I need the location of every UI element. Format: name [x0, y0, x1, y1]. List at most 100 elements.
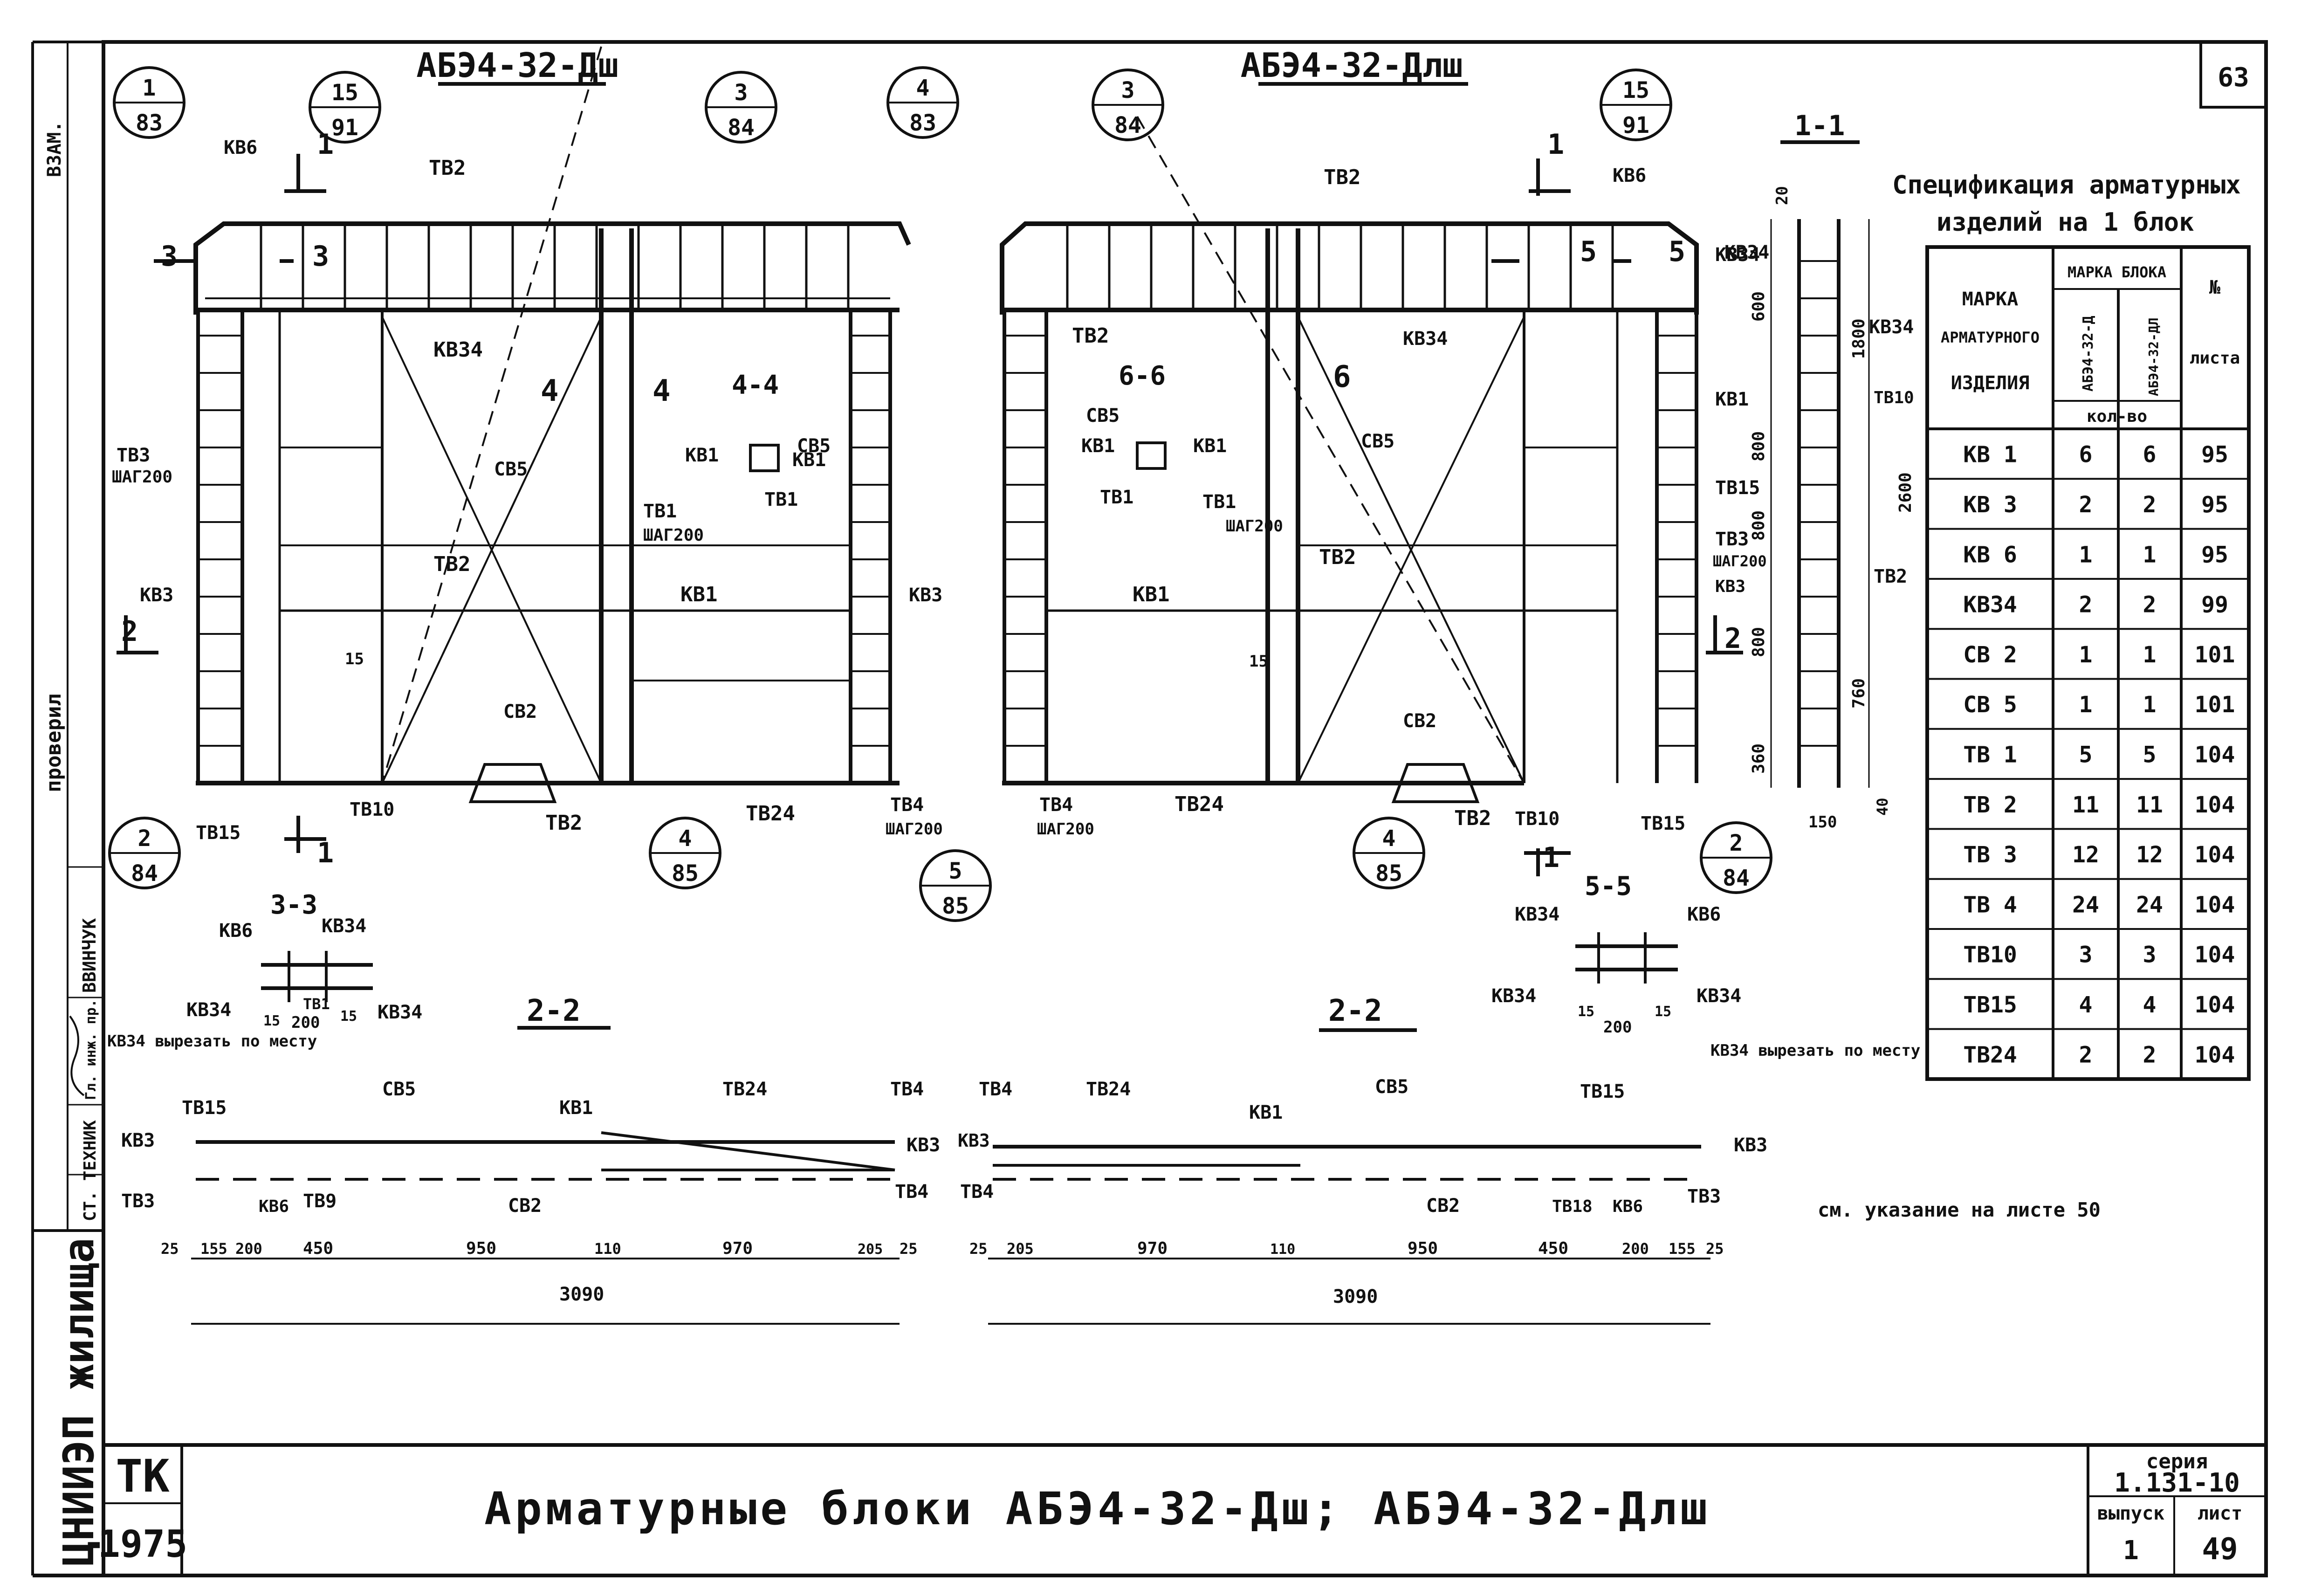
svg-text:ТВ2: ТВ2: [545, 811, 582, 835]
svg-text:СВ5: СВ5: [382, 1079, 416, 1100]
svg-text:40: 40: [1874, 798, 1891, 816]
svg-text:5: 5: [949, 858, 962, 884]
svg-text:3: 3: [735, 80, 748, 106]
series-label: серия: [2146, 1450, 2208, 1473]
svg-text:ТВ1: ТВ1: [1202, 491, 1236, 513]
svg-text:ТВ1: ТВ1: [1100, 487, 1133, 508]
svg-text:ТВ2: ТВ2: [1072, 324, 1109, 348]
svg-text:ТВ4: ТВ4: [895, 1181, 928, 1203]
callout: 4 85: [1353, 817, 1425, 889]
svg-text:5: 5: [1669, 235, 1685, 268]
svg-text:ТВ1: ТВ1: [303, 995, 330, 1013]
svg-text:20: 20: [1773, 186, 1792, 205]
svg-text:85: 85: [1375, 860, 1402, 887]
svg-text:КВ3: КВ3: [958, 1130, 990, 1151]
svg-text:205: 205: [1007, 1240, 1034, 1258]
svg-text:ТВ10: ТВ10: [1515, 808, 1559, 830]
callout: 3 84: [1092, 69, 1164, 141]
spec-cell-mark: ТВ 1: [1963, 742, 2017, 768]
svg-text:КВ34: КВ34: [1715, 244, 1760, 266]
svg-text:ТВ15: ТВ15: [182, 1097, 227, 1119]
svg-text:КВ3: КВ3: [140, 585, 173, 606]
left-mark-3a: 3: [161, 240, 178, 273]
svg-text:ТВ24: ТВ24: [1086, 1079, 1131, 1100]
svg-text:КВ6: КВ6: [1613, 165, 1646, 186]
svg-text:200: 200: [291, 1013, 320, 1032]
svg-text:КВ1: КВ1: [792, 449, 826, 471]
svg-text:1800: 1800: [1849, 318, 1868, 359]
issue-value: 1: [2123, 1535, 2139, 1566]
svg-text:970: 970: [1137, 1239, 1168, 1258]
svg-text:4: 4: [679, 826, 692, 852]
section-cut-marks: [117, 154, 1743, 876]
spec-cell-sheet: 95: [2201, 542, 2228, 568]
svg-text:ТВ2: ТВ2: [1319, 545, 1356, 569]
callout: 3 84: [705, 71, 777, 144]
svg-text:КВ1: КВ1: [1193, 435, 1227, 457]
spec-title-2: изделий на 1 блок: [1937, 207, 2194, 237]
svg-text:84: 84: [131, 860, 158, 887]
svg-text:2-2: 2-2: [527, 994, 581, 1028]
svg-text:84: 84: [1114, 112, 1141, 138]
spec-cell-qty: 2: [2143, 1042, 2157, 1068]
svg-text:360: 360: [1749, 743, 1768, 774]
svg-text:ТВ15: ТВ15: [1641, 813, 1685, 834]
right-block-title: АБЭ4-32-Длш: [1241, 46, 1463, 85]
right-block-labels: АБЭ4-32-Длш ТВ2 КВ6 КВ34 ТВ2 КВ34 ТВ1 ША…: [886, 46, 1772, 894]
left-mark-1-bottom: 1: [317, 837, 334, 869]
svg-text:15: 15: [345, 650, 364, 668]
signature: [69, 1015, 85, 1096]
svg-text:25: 25: [1706, 1240, 1724, 1258]
spec-cell-mark: СВ 5: [1963, 692, 2017, 718]
spec-cell-mark: ТВ 4: [1963, 892, 2017, 918]
svg-text:2: 2: [1730, 830, 1743, 856]
svg-text:15: 15: [331, 80, 358, 106]
svg-text:КВ34: КВ34: [1724, 242, 1769, 263]
svg-text:ТВ18: ТВ18: [1552, 1197, 1593, 1216]
spec-cell-qty: 1: [2079, 642, 2093, 668]
svg-text:КВ34: КВ34: [1515, 904, 1559, 925]
spec-cell-qty: 2: [2143, 492, 2157, 518]
svg-text:83: 83: [136, 110, 163, 136]
svg-text:200: 200: [1622, 1240, 1649, 1258]
svg-text:4: 4: [1382, 826, 1396, 852]
left-mark-4b: 4: [653, 374, 671, 408]
spec-cell-sheet: 104: [2195, 742, 2235, 768]
list-value: 49: [2202, 1532, 2238, 1567]
svg-text:110: 110: [1270, 1241, 1295, 1258]
svg-text:ТВ2: ТВ2: [433, 552, 470, 576]
svg-text:КВ6: КВ6: [259, 1197, 289, 1216]
svg-text:КВ34: КВ34: [1869, 316, 1914, 338]
svg-text:15: 15: [1622, 77, 1649, 103]
spec-cell-mark: КВ34: [1963, 592, 2017, 618]
spec-cell-mark: ТВ 2: [1963, 792, 2017, 818]
spec-cell-mark: КВ 6: [1963, 542, 2017, 568]
spec-cell-qty: 6: [2143, 442, 2157, 468]
svg-text:63: 63: [2218, 62, 2249, 93]
callout: 1 83: [113, 66, 185, 139]
svg-text:СВ5: СВ5: [1086, 405, 1120, 427]
svg-text:ТВ2: ТВ2: [1454, 806, 1491, 830]
spec-cell-qty: 11: [2136, 792, 2163, 818]
spec-cell-qty: 1: [2143, 692, 2157, 718]
svg-text:ТВ3: ТВ3: [1687, 1186, 1721, 1207]
svg-text:КВ6: КВ6: [1613, 1197, 1643, 1216]
svg-text:АБЭ4-32-ДЛ: АБЭ4-32-ДЛ: [2146, 317, 2161, 396]
svg-text:85: 85: [672, 860, 699, 887]
section-4-4: 4-4 СВ5 КВ1 КВ1 ТВ1: [685, 370, 831, 510]
svg-text:ТВ3: ТВ3: [117, 445, 150, 466]
svg-text:КВ1: КВ1: [1249, 1102, 1283, 1123]
svg-text:91: 91: [331, 115, 358, 141]
svg-text:ТВ2: ТВ2: [429, 156, 466, 180]
spec-cell-sheet: 104: [2195, 792, 2235, 818]
svg-text:200: 200: [1603, 1018, 1632, 1037]
svg-text:3: 3: [1121, 77, 1135, 103]
svg-text:15: 15: [1249, 652, 1268, 671]
svg-text:АРМАТУРНОГО: АРМАТУРНОГО: [1941, 329, 2040, 346]
svg-text:83: 83: [909, 110, 936, 136]
svg-text:ТВ15: ТВ15: [1580, 1081, 1625, 1102]
spec-cell-qty: 4: [2143, 992, 2157, 1018]
section-2-2-right: 2-2 ТВ4 ТВ24 КВ1 СВ5 ТВ15 КВ3 ТВ4 СВ2 ТВ…: [958, 994, 1767, 1325]
svg-text:СВ5: СВ5: [1375, 1076, 1408, 1098]
svg-text:ТВ15: ТВ15: [196, 822, 240, 844]
